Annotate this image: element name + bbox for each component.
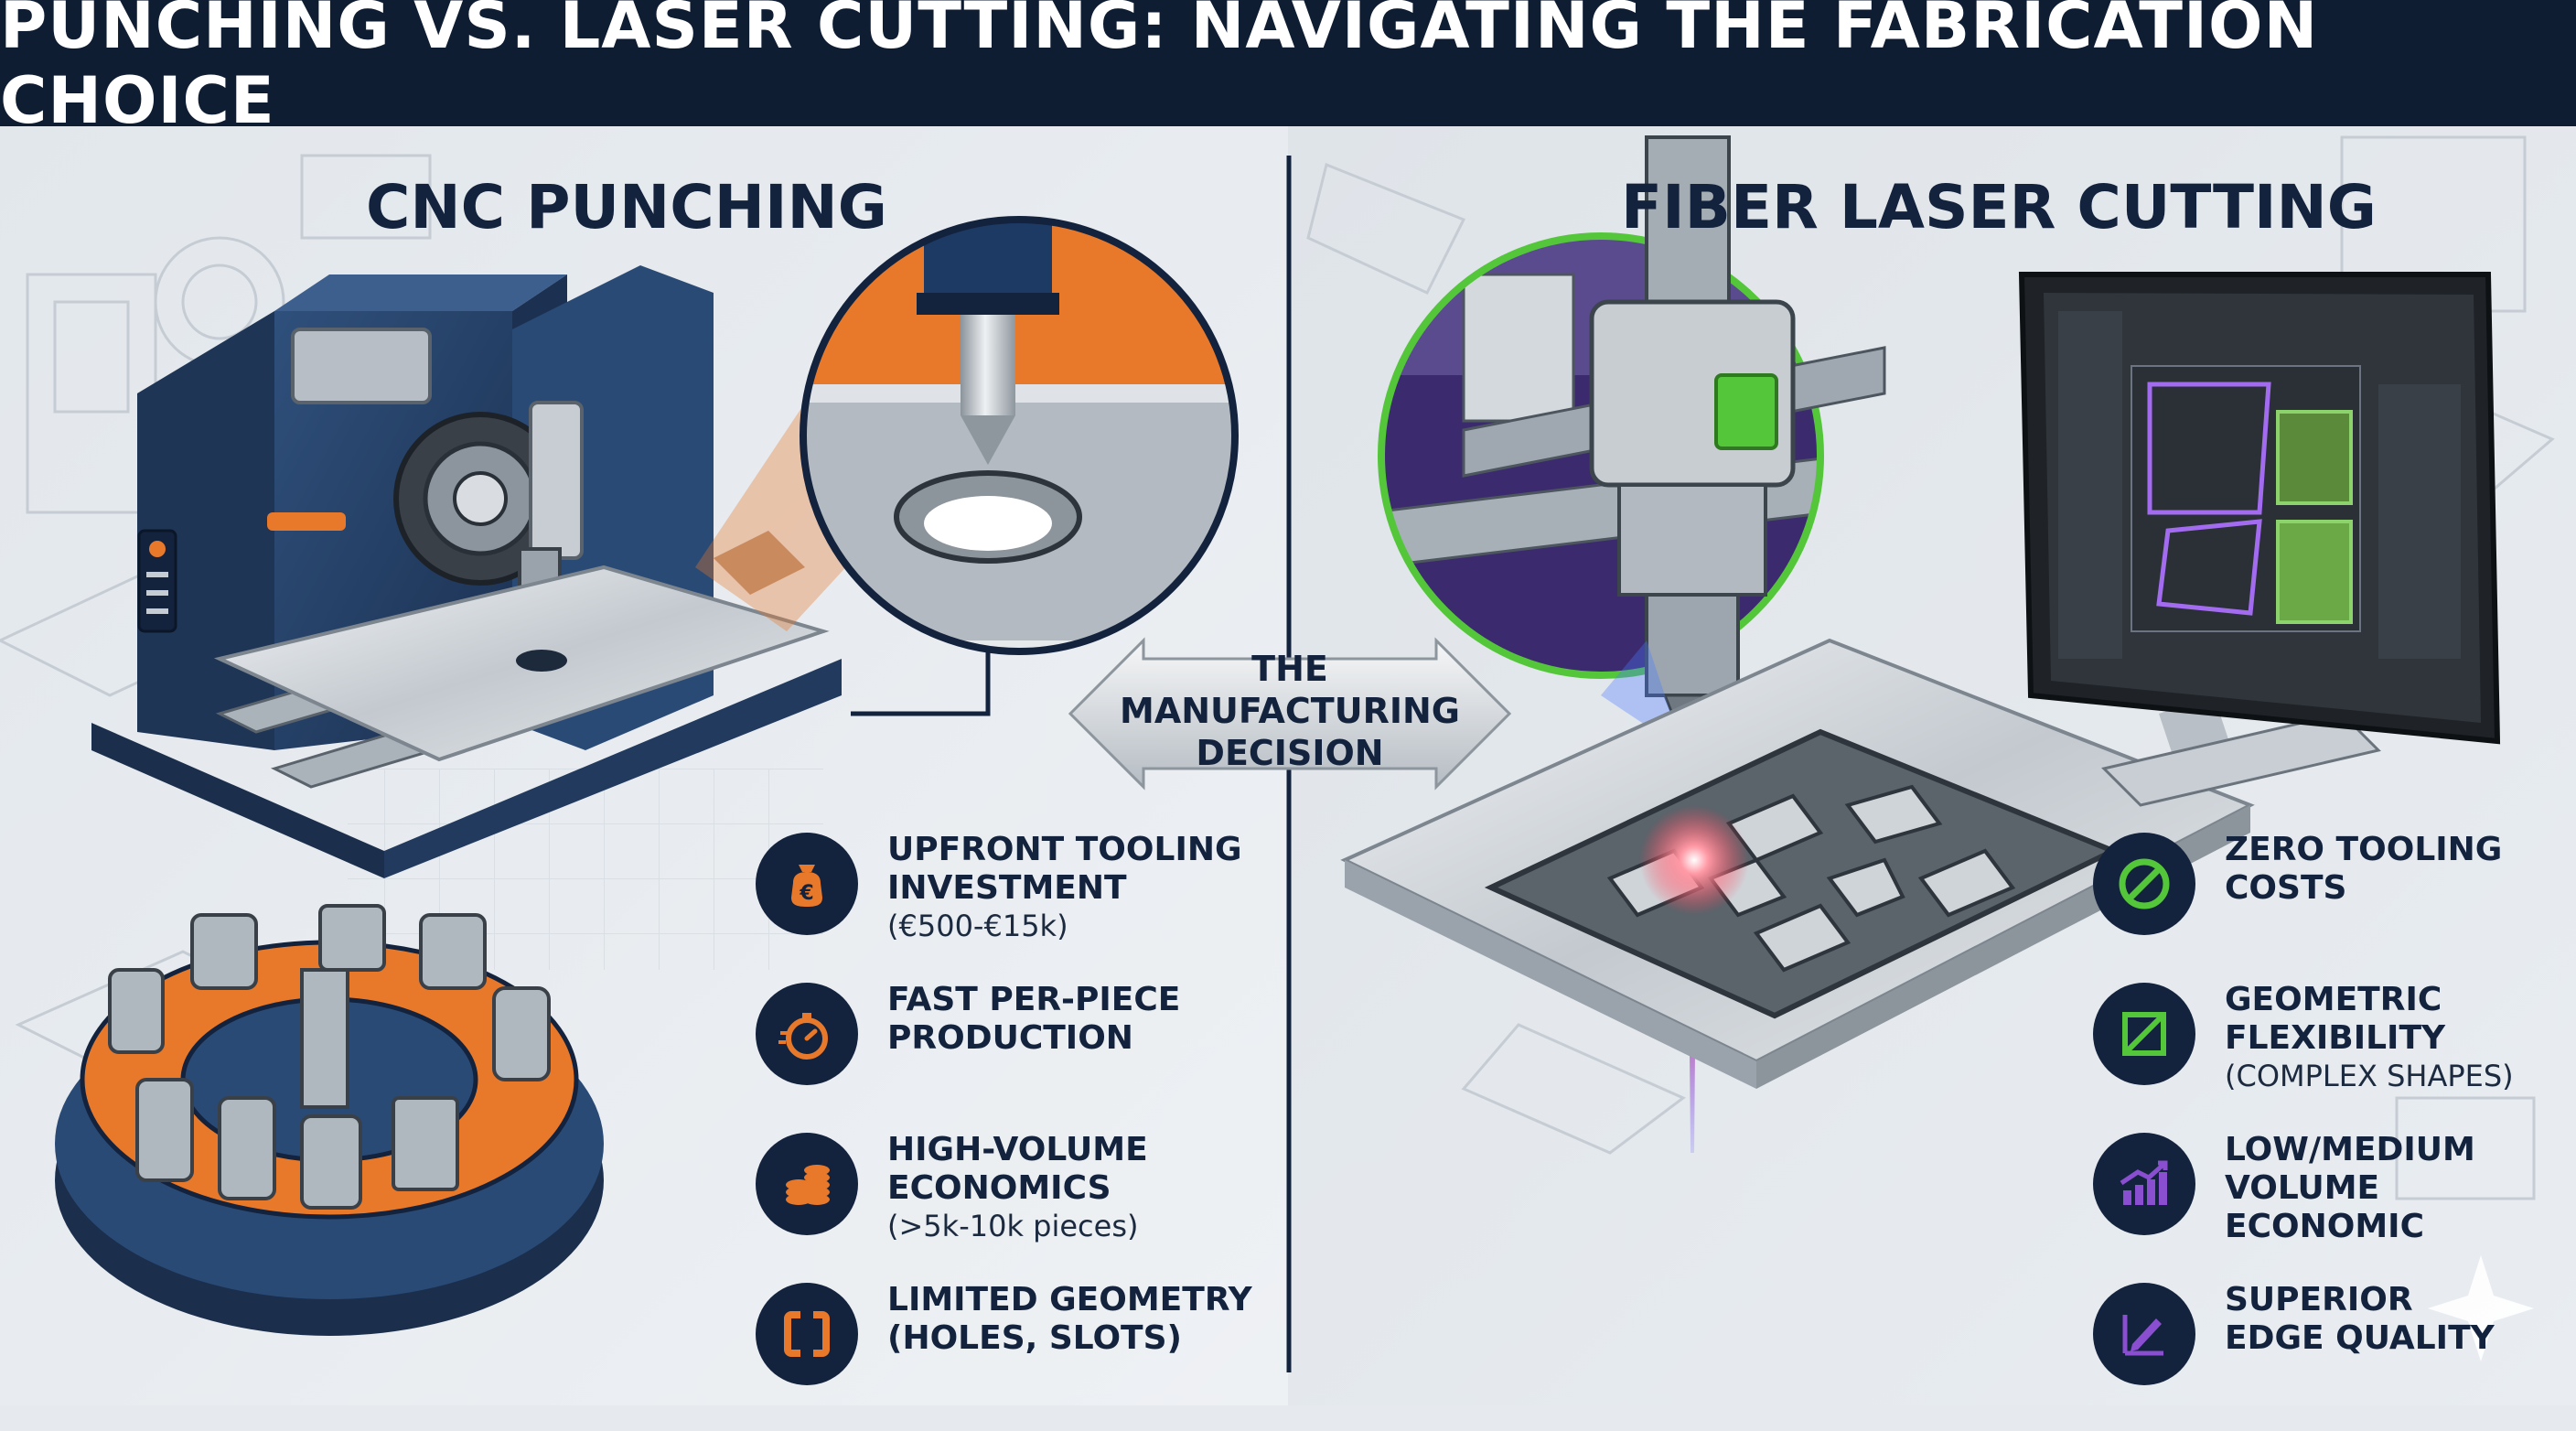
punch-closeup: [803, 220, 1235, 651]
punching-feature-list: € UPFRONT TOOLING INVESTMENT (€500-€15k)…: [756, 831, 1252, 1431]
feature-label: UPFRONT TOOLING INVESTMENT: [887, 831, 1242, 907]
laser-head: [1589, 135, 1796, 743]
svg-text:€: €: [799, 882, 813, 905]
feature-limited-geometry: LIMITED GEOMETRY (HOLES, SLOTS): [756, 1281, 1252, 1431]
pen-edge-icon: [2093, 1283, 2195, 1385]
feature-label: GEOMETRIC FLEXIBILITY: [2225, 981, 2446, 1057]
shape-icon: [2093, 983, 2195, 1085]
feature-sub: (€500-€15k): [887, 909, 1068, 943]
feature-zero-tooling: ZERO TOOLING COSTS: [2093, 831, 2576, 981]
page-title: PUNCHING VS. LASER CUTTING: NAVIGATING T…: [0, 0, 2319, 138]
feature-sub: (>5k-10k pieces): [887, 1209, 1139, 1243]
feature-upfront-tooling: € UPFRONT TOOLING INVESTMENT (€500-€15k): [756, 831, 1252, 981]
feature-low-medium-volume: LOW/MEDIUM VOLUME ECONOMIC: [2093, 1131, 2576, 1281]
coin-stack-icon: [756, 1133, 858, 1235]
decision-arrow: [1068, 637, 1512, 791]
decision-label: THE MANUFACTURING DECISION: [1120, 649, 1460, 773]
feature-geometric-flexibility: GEOMETRIC FLEXIBILITY (COMPLEX SHAPES): [2093, 981, 2576, 1131]
bar-chart-icon: [2093, 1133, 2195, 1235]
feature-label: ZERO TOOLING COSTS: [2225, 831, 2503, 907]
laser-feature-list: ZERO TOOLING COSTS GEOMETRIC FLEXIBILITY…: [2093, 831, 2576, 1431]
tool-turret: [55, 904, 604, 1336]
cnc-punching-machine: [91, 265, 991, 878]
fiber-laser-heading: FIBER LASER CUTTING: [1621, 172, 2377, 242]
stopwatch-icon: [756, 983, 858, 1085]
feature-fast-production: FAST PER-PIECE PRODUCTION: [756, 981, 1252, 1131]
feature-label: FAST PER-PIECE PRODUCTION: [887, 981, 1181, 1057]
money-bag-icon: €: [756, 833, 858, 935]
feature-label: LIMITED GEOMETRY (HOLES, SLOTS): [887, 1281, 1252, 1357]
feature-label: SUPERIOR EDGE QUALITY: [2225, 1281, 2495, 1357]
feature-sub: (COMPLEX SHAPES): [2225, 1059, 2514, 1093]
feature-edge-quality: SUPERIOR EDGE QUALITY: [2093, 1281, 2576, 1431]
no-symbol-icon: [2093, 833, 2195, 935]
feature-label: LOW/MEDIUM VOLUME ECONOMIC: [2225, 1131, 2475, 1245]
feature-high-volume: HIGH-VOLUME ECONOMICS (>5k-10k pieces): [756, 1131, 1252, 1281]
cad-monitor: [2018, 272, 2501, 807]
feature-label: HIGH-VOLUME ECONOMICS: [887, 1131, 1148, 1207]
cnc-punching-heading: CNC PUNCHING: [366, 172, 887, 242]
title-bar: PUNCHING VS. LASER CUTTING: NAVIGATING T…: [0, 0, 2576, 138]
slot-shape-icon: [756, 1283, 858, 1385]
sparkle-icon: [2428, 1255, 2534, 1361]
